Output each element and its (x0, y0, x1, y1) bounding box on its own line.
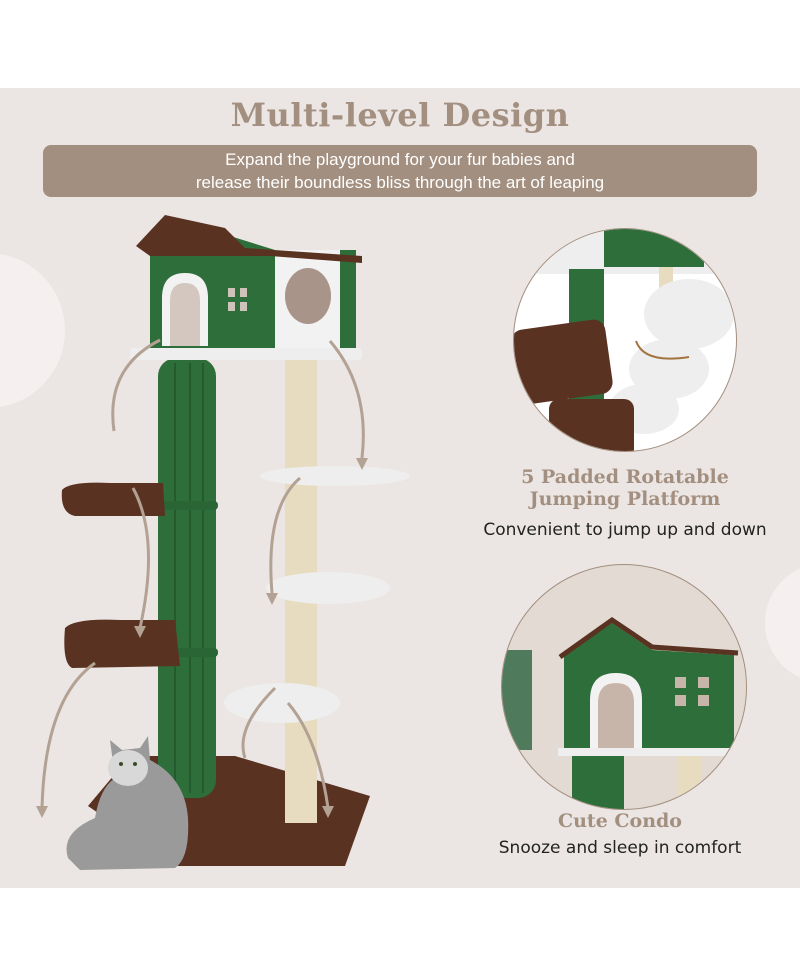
subtitle-banner: Expand the playground for your fur babie… (43, 145, 757, 197)
feature-title-condo: Cute Condo (558, 810, 682, 832)
cat-tree-illustration (36, 215, 410, 870)
feature-title-platforms: 5 Padded Rotatable Jumping Platform (521, 466, 729, 510)
subtitle-line-1: Expand the playground for your fur babie… (225, 150, 575, 169)
rotating-platforms-closeup (513, 228, 737, 452)
page-title: Multi-level Design (230, 96, 570, 134)
white-platform-3 (224, 683, 340, 723)
brown-platform-upper (61, 482, 165, 516)
product-image-panel: Multi-level Design Expand the playground… (0, 88, 800, 888)
white-platform-2 (266, 572, 390, 604)
decorative-circle-right (765, 563, 800, 683)
cactus-trunk (156, 358, 218, 798)
white-platform-1 (260, 466, 410, 486)
jump-arrow-icon (40, 338, 365, 809)
brown-platform-lower (64, 619, 180, 668)
feature-description-platforms: Convenient to jump up and down (483, 520, 767, 540)
rotate-arrow-icon (635, 340, 690, 360)
condo-house (130, 215, 362, 360)
condo-house-closeup (501, 564, 747, 810)
arrow-heads (36, 458, 368, 818)
subtitle-line-2: release their boundless bliss through th… (195, 173, 605, 192)
cat-image (66, 736, 189, 870)
feature-description-condo: Snooze and sleep in comfort (498, 838, 742, 858)
